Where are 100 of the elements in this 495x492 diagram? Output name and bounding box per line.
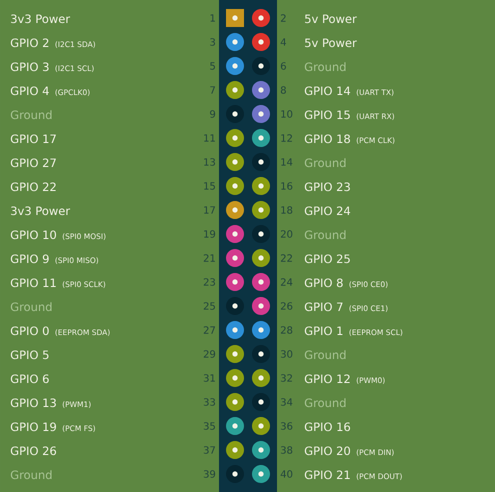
pin-number: 4	[280, 38, 286, 46]
pin-number: 38	[280, 446, 292, 454]
pin	[252, 33, 270, 51]
pin-number: 11	[204, 134, 215, 142]
pin-label: GPIO 3	[10, 62, 49, 72]
pin-label: GPIO 2	[10, 38, 48, 48]
pin-number: 10	[281, 110, 292, 118]
pin-label: GPIO 13	[10, 398, 56, 408]
pin-number: 18	[281, 206, 292, 214]
pin-number: 37	[204, 446, 215, 454]
pin	[252, 273, 270, 291]
pin	[226, 465, 244, 483]
pin-number: 17	[204, 206, 215, 214]
pin-number: 1	[210, 14, 215, 22]
pin-label: Ground	[304, 398, 346, 408]
pin-label: GPIO 22	[10, 182, 56, 192]
pin	[226, 225, 244, 243]
pin-number: 5	[210, 62, 215, 70]
pin-number: 3	[210, 38, 215, 46]
pin	[226, 417, 244, 435]
pin-number: 6	[280, 62, 286, 70]
pin-number: 14	[281, 158, 292, 166]
pin-number: 19	[204, 230, 216, 238]
pin-number: 27	[204, 326, 215, 334]
pin	[226, 321, 244, 339]
pin-label: GPIO 24	[304, 206, 350, 216]
pin-number: 31	[204, 374, 215, 382]
pin-label: Ground	[304, 62, 346, 72]
pin	[226, 81, 244, 99]
pin	[252, 153, 270, 171]
pin-number: 16	[281, 182, 292, 190]
pin	[252, 345, 270, 363]
pin-label: GPIO 9	[10, 254, 49, 264]
pin-label: Ground	[304, 158, 346, 168]
pin	[252, 297, 270, 315]
pin	[252, 417, 270, 435]
pin-number: 13	[204, 158, 215, 166]
pin	[226, 153, 244, 171]
pin-number: 12	[281, 134, 292, 142]
pin-label: GPIO 21	[304, 470, 350, 480]
pin	[252, 249, 270, 267]
pin-number: 8	[280, 86, 286, 94]
pin	[226, 369, 244, 387]
pin	[226, 273, 244, 291]
pin-label: Ground	[10, 302, 52, 312]
pin	[226, 177, 244, 195]
pin-label: Ground	[10, 470, 52, 480]
pin	[252, 369, 270, 387]
pin-number: 21	[204, 254, 215, 262]
pin-label: GPIO 17	[10, 134, 56, 144]
pin	[226, 129, 244, 147]
pin-number: 33	[204, 398, 215, 406]
pin	[226, 345, 244, 363]
pin-number: 34	[280, 398, 292, 406]
pin-label: 3v3 Power	[11, 14, 70, 24]
pin	[226, 297, 244, 315]
pin-label: GPIO 5	[10, 350, 48, 360]
pin-number: 7	[210, 86, 215, 94]
pin-number: 22	[280, 254, 292, 262]
pin-number: 15	[204, 182, 215, 190]
pin	[252, 81, 270, 99]
pin-label: 5v Power	[305, 38, 357, 48]
pin-label: GPIO 12	[304, 374, 350, 384]
pin-number: 23	[204, 278, 215, 286]
pin	[226, 57, 244, 75]
pin-label: 5v Power	[305, 14, 357, 24]
pin-label: GPIO 0	[10, 326, 49, 336]
pin-label: GPIO 20	[304, 446, 350, 456]
pin-number: 40	[280, 470, 292, 478]
pin-label: GPIO 7	[304, 302, 342, 312]
pin	[226, 201, 244, 219]
pin	[252, 9, 270, 27]
pin-number: 32	[280, 374, 292, 382]
pin	[252, 129, 270, 147]
pin-label: GPIO 8	[304, 278, 343, 288]
pin-label: Ground	[304, 350, 346, 360]
pin	[252, 393, 270, 411]
pin-label: GPIO 4	[10, 86, 49, 96]
pin-label: GPIO 1	[304, 326, 342, 336]
pin-number: 26	[280, 302, 292, 310]
pin-number: 2	[280, 14, 286, 22]
pin-label: GPIO 18	[304, 134, 350, 144]
pin	[252, 321, 270, 339]
pin	[252, 177, 270, 195]
pin-label: GPIO 15	[304, 110, 350, 120]
pin-label: GPIO 19	[10, 422, 56, 432]
pin-label: 3v3 Power	[11, 206, 70, 216]
pin	[226, 393, 244, 411]
pin-label: GPIO 14	[304, 86, 350, 96]
pin-label: GPIO 16	[304, 422, 350, 432]
pin-label: GPIO 6	[10, 374, 49, 384]
pin-label: GPIO 25	[304, 254, 350, 264]
pin-label: GPIO 11	[10, 278, 56, 288]
pin	[252, 441, 270, 459]
pin-number: 9	[210, 110, 216, 118]
pin-number: 39	[204, 470, 216, 478]
pin-label: GPIO 27	[10, 158, 56, 168]
pin	[252, 105, 270, 123]
pin-number: 29	[204, 350, 216, 358]
pin	[252, 57, 270, 75]
